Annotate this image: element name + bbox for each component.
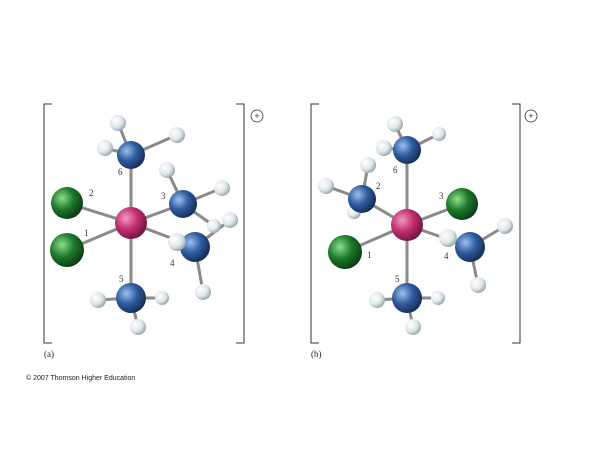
charge-symbol: + — [528, 111, 533, 121]
metal-atom — [391, 209, 423, 241]
charge-symbol: + — [254, 111, 259, 121]
nitrogen-atom — [392, 283, 422, 313]
right-bracket — [512, 103, 521, 344]
left-bracket — [43, 103, 52, 344]
hydrogen-atoms — [318, 116, 513, 335]
position-label-4: 4 — [170, 258, 175, 268]
nitrogen-atom — [169, 190, 197, 218]
hydrogen-atom — [168, 233, 186, 251]
position-label-3: 3 — [439, 191, 444, 201]
right-bracket — [236, 103, 245, 344]
panel-b: + — [310, 103, 538, 344]
position-label-6: 6 — [118, 167, 123, 177]
nitrogen-atom — [180, 232, 210, 262]
panel-b-label: (b) — [311, 349, 322, 359]
panel-a-label: (a) — [44, 349, 54, 359]
metal-atom — [115, 207, 147, 239]
nitrogen-atom — [117, 141, 145, 169]
panel-a: + — [43, 103, 264, 344]
left-bracket — [310, 103, 319, 344]
position-label-1: 1 — [84, 228, 89, 238]
nitrogen-atom — [116, 283, 146, 313]
position-label-4: 4 — [444, 251, 449, 261]
position-label-2: 2 — [376, 181, 381, 191]
chloride-atom — [51, 187, 83, 219]
charge-circle — [250, 109, 264, 123]
position-label-1: 1 — [367, 250, 372, 260]
position-label-5: 5 — [119, 274, 124, 284]
position-label-3: 3 — [161, 191, 166, 201]
copyright-credit: © 2007 Thomson Higher Education — [26, 375, 136, 382]
nitrogen-atom — [455, 232, 485, 262]
chloride-atom — [50, 233, 84, 267]
nitrogen-atom — [348, 185, 376, 213]
nitrogen-atom — [393, 136, 421, 164]
charge-circle — [524, 109, 538, 123]
position-label-6: 6 — [393, 165, 398, 175]
hydrogen-atom — [439, 229, 457, 247]
chloride-atom — [446, 188, 478, 220]
position-label-2: 2 — [89, 188, 94, 198]
chloride-atom — [328, 235, 362, 269]
hydrogen-atoms — [90, 115, 238, 335]
position-label-5: 5 — [395, 274, 400, 284]
